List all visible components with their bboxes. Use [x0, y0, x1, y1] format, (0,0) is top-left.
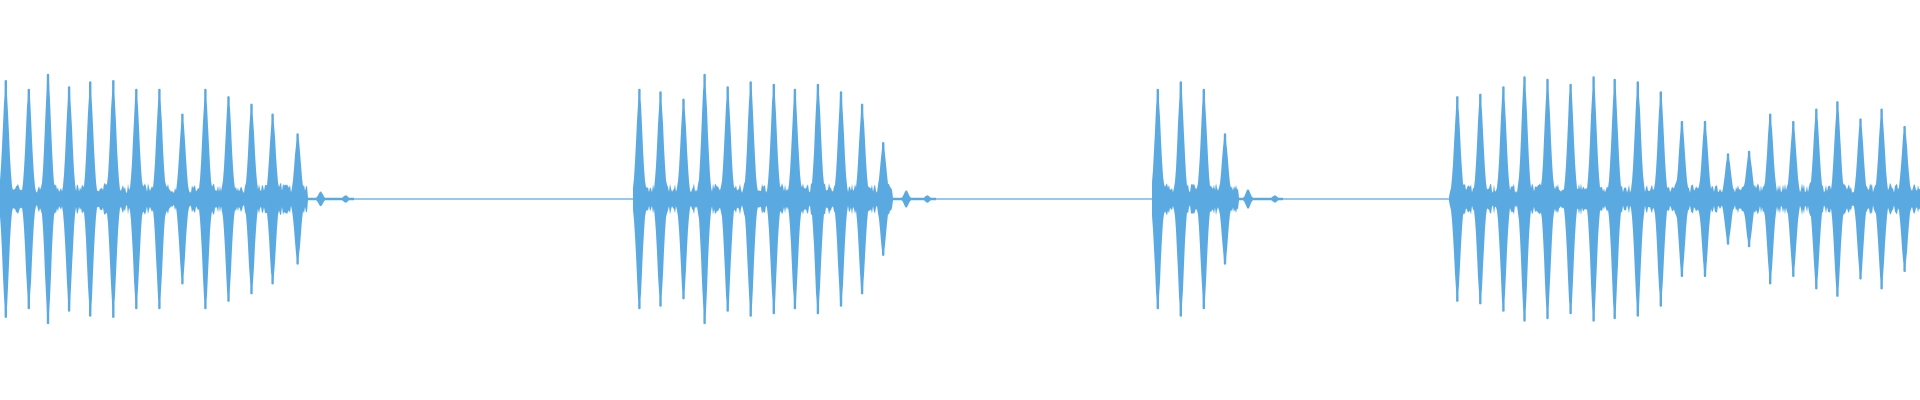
waveform-envelope — [1449, 77, 1920, 321]
waveform-segment — [1449, 76, 1920, 322]
waveform-segment — [633, 73, 936, 325]
waveform-envelope — [1152, 83, 1283, 317]
waveform-layer — [0, 73, 1920, 325]
waveform-envelope — [633, 80, 936, 324]
waveform-segment — [0, 73, 354, 325]
waveform-envelope — [0, 75, 354, 322]
waveform-segment — [1152, 81, 1283, 317]
